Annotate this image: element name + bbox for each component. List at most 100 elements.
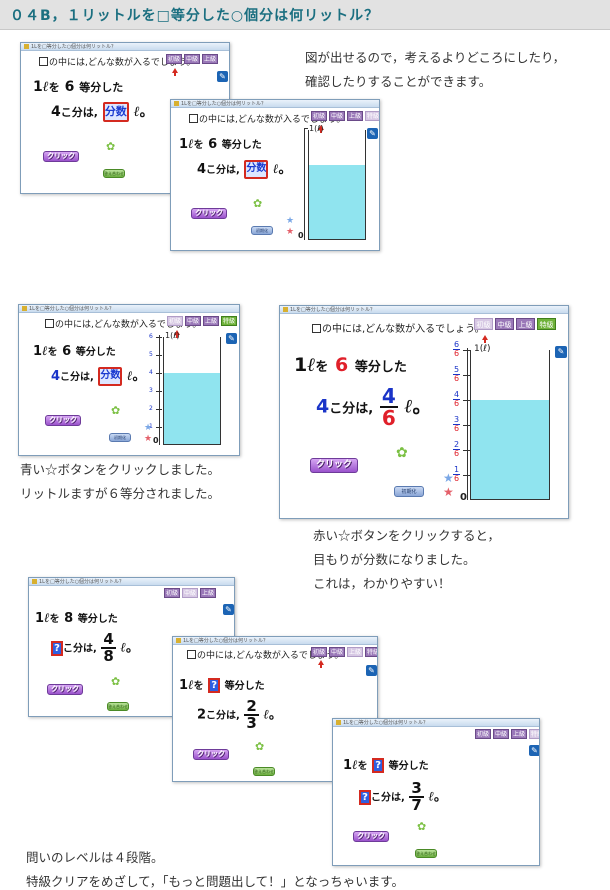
pencil-icon[interactable]: ✎ [367,128,378,139]
scale-tick [463,475,471,476]
answer-check-button[interactable]: 答え合わせ [415,849,437,858]
click-button[interactable]: クリック [43,151,79,162]
level-tokkyu-button[interactable]: 特級 [537,318,556,330]
caption-line: 図が出せるので，考えるよりどころにしたり， [305,50,566,65]
reset-button[interactable]: 初期化 [394,486,424,497]
pencil-icon[interactable]: ✎ [529,745,539,756]
fraction-denominator: 8 [103,647,114,665]
level-buttons: 初級 中級 上級 [164,588,216,598]
liter-scale [304,128,305,240]
tick-denominator: 6 [454,349,460,358]
blank-box-icon [187,650,196,659]
scale-tick-label: 4 [149,369,153,376]
level-shokyu-button[interactable]: 初級 [166,54,182,64]
pencil-icon[interactable]: ✎ [217,71,228,82]
level-chukyu-button[interactable]: 中級 [185,316,201,326]
level-jokyu-button[interactable]: 上級 [347,111,363,121]
liter-beaker [163,337,221,445]
liter-label: 1(ℓ) [165,331,180,340]
click-button[interactable]: クリック [191,208,227,219]
pencil-icon[interactable]: ✎ [226,333,237,344]
scale-tick [304,128,308,129]
level-chukyu-button[interactable]: 中級 [329,111,345,121]
answer-fraction: 4 6 [379,386,398,430]
problem-line-2: ?こ分は, 3 7 ℓ。 [359,781,447,813]
tick-numerator: 4 [453,390,461,400]
flower-star-icon: ✿ [417,820,427,833]
click-button[interactable]: クリック [310,458,358,473]
tick-denominator: 6 [454,374,460,383]
level-tokkyu-button[interactable]: 特級 [529,729,539,739]
scale-tick [156,409,162,410]
problem-line-1: 1ℓを 6 等分した [294,354,407,376]
blue-star-button[interactable]: ★ [144,423,153,433]
question-text: の中には,どんな数が入るでしょう。 [39,55,195,68]
level-jokyu-button[interactable]: 上級 [516,318,535,330]
level-jokyu-button[interactable]: 上級 [202,54,218,64]
level-tokkyu-button[interactable]: 特級 [365,111,379,121]
answer-check-button[interactable]: 答え合わせ [103,169,125,178]
question-mark-box[interactable]: ? [359,789,371,805]
level-buttons: 初級 中級 上級 特級 [474,318,556,330]
scale-tick [156,355,162,356]
level-jokyu-button[interactable]: 上級 [200,588,216,598]
window-titlebar: 1Lを□等分した○個分は何リットル？ [21,43,229,51]
level-jokyu-button[interactable]: 上級 [347,647,363,657]
level-buttons: 初級 中級 上級 特級 [311,111,379,121]
answer-check-button[interactable]: 答え合わせ [107,702,129,711]
level-shokyu-button[interactable]: 初級 [474,318,493,330]
water-level [309,164,365,239]
selected-level-arrow-icon [318,125,324,133]
level-tokkyu-button[interactable]: 特級 [221,316,237,326]
fraction-denominator: 6 [381,406,396,430]
level-chukyu-button[interactable]: 中級 [182,588,198,598]
scale-tick-label: 6 [149,333,153,340]
problem-line-1: 1ℓを 6 等分した [33,344,116,359]
blue-star-button[interactable]: ★ [286,216,295,226]
tick-numerator: 6 [453,340,461,350]
level-shokyu-button[interactable]: 初級 [311,647,327,657]
scale-tick-label: 3 [149,387,153,394]
pencil-icon[interactable]: ✎ [223,604,234,615]
click-button[interactable]: クリック [353,831,389,842]
level-chukyu-button[interactable]: 中級 [493,729,509,739]
question-mark-box[interactable]: ? [208,678,221,693]
problem-line-1: 1ℓを 6 等分した [179,137,262,152]
level-jokyu-button[interactable]: 上級 [511,729,527,739]
problem-line-2: 4こ分は, 分数 ℓ。 [51,367,146,386]
red-star-button[interactable]: ★ [144,434,153,444]
reset-button[interactable]: 初期化 [251,226,273,235]
level-shokyu-button[interactable]: 初級 [311,111,327,121]
answer-check-button[interactable]: 答え合わせ [253,767,275,776]
click-button[interactable]: クリック [193,749,229,760]
caption-blue-star: 青い☆ボタンをクリックしました。 リットルますが６等分されました。 [20,458,220,506]
level-buttons: 初級 中級 上級 特級 [167,316,237,326]
app-window-6: 1Lを□等分した○個分は何リットル？ の中には,どんな数が入るでしょう。 初級 … [172,636,378,782]
window-titlebar: 1Lを□等分した○個分は何リットル？ [29,578,234,586]
level-shokyu-button[interactable]: 初級 [475,729,491,739]
level-shokyu-button[interactable]: 初級 [167,316,183,326]
click-button[interactable]: クリック [47,684,83,695]
liter-scale [467,348,468,500]
red-star-button[interactable]: ★ [443,485,454,499]
flower-star-icon: ✿ [255,740,265,753]
level-shokyu-button[interactable]: 初級 [164,588,180,598]
level-tokkyu-button[interactable]: 特級 [365,647,377,657]
zero-label: 0 [298,231,304,240]
pencil-icon[interactable]: ✎ [366,665,377,676]
app-window-3: 1Lを□等分した○個分は何リットル？ の中には,どんな数が入るでしょう。 初級 … [18,304,240,456]
pencil-icon[interactable]: ✎ [555,346,567,358]
blue-star-button[interactable]: ★ [443,471,454,485]
level-chukyu-button[interactable]: 中級 [184,54,200,64]
red-star-button[interactable]: ★ [286,227,295,237]
caption-line: 特級クリアをめざして，「もっと問題出して！」となっちゃいます。 [26,874,405,889]
reset-button[interactable]: 初期化 [109,433,131,442]
question-mark-box[interactable]: ? [51,640,63,656]
level-jokyu-button[interactable]: 上級 [203,316,219,326]
level-chukyu-button[interactable]: 中級 [329,647,345,657]
fraction-denominator: 3 [246,714,257,732]
click-button[interactable]: クリック [45,415,81,426]
question-mark-box[interactable]: ? [372,758,385,773]
level-chukyu-button[interactable]: 中級 [495,318,514,330]
